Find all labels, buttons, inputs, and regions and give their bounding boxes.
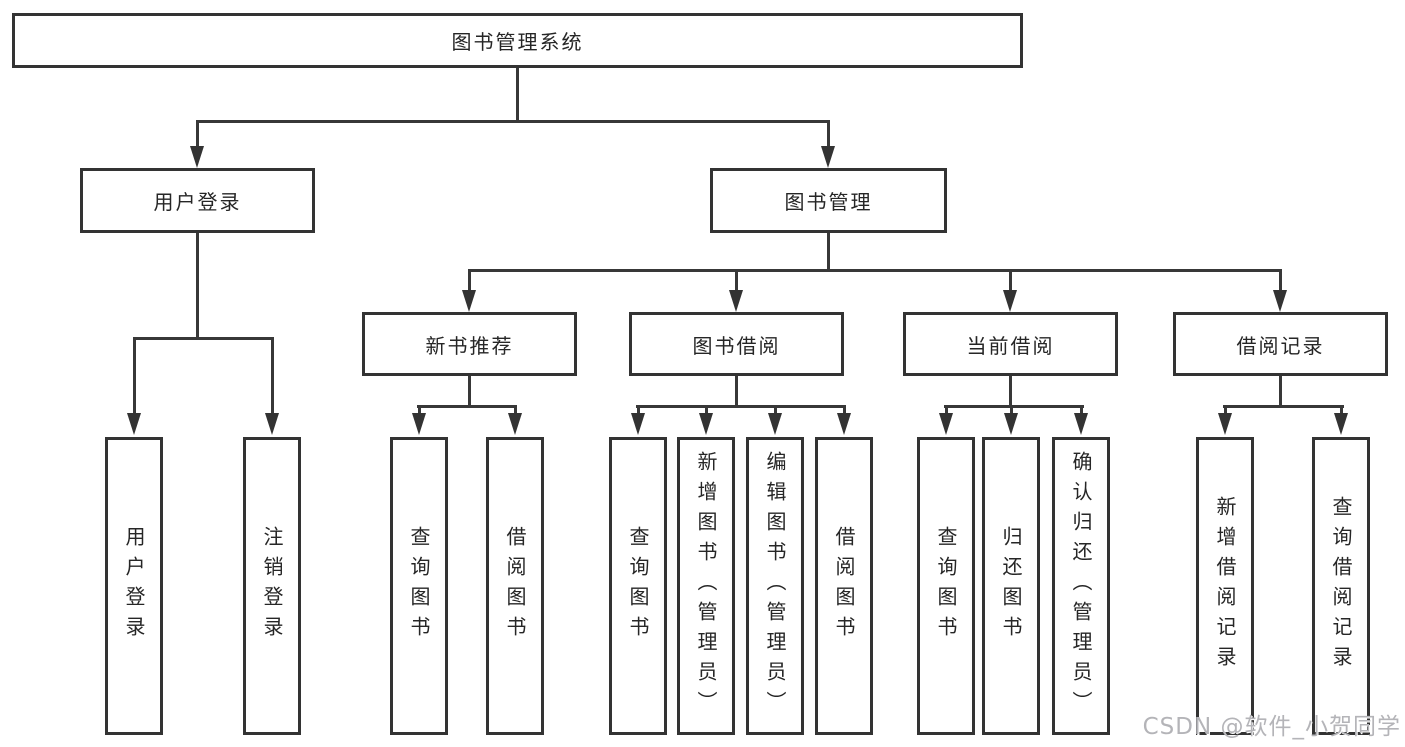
node-label: 图书管理系统 <box>451 30 584 54</box>
arrowhead-down-icon <box>127 413 141 435</box>
arrowhead-down-icon <box>729 290 743 312</box>
arrowhead-down-icon <box>1273 290 1287 312</box>
arrowhead-down-icon <box>837 413 851 435</box>
connector-vline <box>1224 405 1227 416</box>
connector-hline <box>133 337 274 340</box>
node-label: 图书管理 <box>784 190 873 214</box>
arrowhead-down-icon <box>1003 290 1017 312</box>
leaf-query-books-recommend: 查询图书 <box>390 437 448 735</box>
leaf-label: 借阅图书 <box>503 526 527 646</box>
connector-vline <box>271 337 274 415</box>
leaf-label: 新增图书（管理员） <box>694 451 718 721</box>
arrowhead-down-icon <box>939 413 953 435</box>
connector-vline <box>196 233 199 337</box>
node-label: 用户登录 <box>153 190 242 214</box>
connector-vline <box>468 269 471 292</box>
connector-vline <box>735 376 738 407</box>
leaf-add-book-admin: 新增图书（管理员） <box>677 437 735 735</box>
leaf-label: 注销登录 <box>260 526 284 646</box>
connector-vline <box>1010 405 1013 416</box>
connector-hline <box>196 120 830 123</box>
leaf-label: 编辑图书（管理员） <box>763 451 787 721</box>
connector-hline <box>417 405 517 408</box>
node-label: 当前借阅 <box>966 333 1055 358</box>
arrowhead-down-icon <box>631 413 645 435</box>
connector-vline <box>196 120 199 148</box>
connector-vline <box>418 405 421 416</box>
arrowhead-down-icon <box>1218 413 1232 435</box>
arrowhead-down-icon <box>412 413 426 435</box>
connector-vline <box>827 233 830 271</box>
leaf-label: 新增借阅记录 <box>1213 496 1237 676</box>
leaf-borrow-books-recommend: 借阅图书 <box>486 437 544 735</box>
node-book-borrowing: 图书借阅 <box>629 312 844 376</box>
leaf-user-login: 用户登录 <box>105 437 163 735</box>
arrowhead-down-icon <box>1004 413 1018 435</box>
connector-hline <box>468 269 1282 272</box>
leaf-label: 用户登录 <box>122 526 146 646</box>
arrowhead-down-icon <box>1074 413 1088 435</box>
connector-vline <box>827 120 830 148</box>
leaf-label: 查询图书 <box>407 526 431 646</box>
connector-vline <box>1080 405 1083 416</box>
connector-vline <box>735 269 738 292</box>
leaf-label: 查询借阅记录 <box>1329 496 1353 676</box>
leaf-label: 确认归还（管理员） <box>1069 451 1093 721</box>
connector-vline <box>1279 376 1282 407</box>
arrowhead-down-icon <box>265 413 279 435</box>
leaf-borrow-books-borrowing: 借阅图书 <box>815 437 873 735</box>
arrowhead-down-icon <box>190 146 204 168</box>
leaf-return-book: 归还图书 <box>982 437 1040 735</box>
connector-vline <box>133 337 136 415</box>
arrowhead-down-icon <box>821 146 835 168</box>
leaf-query-books-borrowing: 查询图书 <box>609 437 667 735</box>
node-new-book-recommendation: 新书推荐 <box>362 312 577 376</box>
leaf-edit-book-admin: 编辑图书（管理员） <box>746 437 804 735</box>
arrowhead-down-icon <box>699 413 713 435</box>
arrowhead-down-icon <box>768 413 782 435</box>
connector-hline <box>636 405 846 408</box>
leaf-query-borrow-record: 查询借阅记录 <box>1312 437 1370 735</box>
connector-hline <box>1223 405 1344 408</box>
node-label: 图书借阅 <box>692 333 781 358</box>
connector-vline <box>516 68 519 122</box>
connector-vline <box>1279 269 1282 292</box>
node-label: 借阅记录 <box>1236 333 1325 358</box>
leaf-label: 查询图书 <box>934 526 958 646</box>
connector-vline <box>843 405 846 416</box>
arrowhead-down-icon <box>462 290 476 312</box>
arrowhead-down-icon <box>508 413 522 435</box>
node-user-login-group: 用户登录 <box>80 168 315 233</box>
csdn-watermark: CSDN @软件_小贺同学 <box>1142 714 1401 740</box>
node-borrowing-records: 借阅记录 <box>1173 312 1388 376</box>
connector-vline <box>1009 269 1012 292</box>
leaf-label: 借阅图书 <box>832 526 856 646</box>
leaf-label: 归还图书 <box>999 526 1023 646</box>
connector-vline <box>705 405 708 416</box>
connector-vline <box>514 405 517 416</box>
leaf-confirm-return-admin: 确认归还（管理员） <box>1052 437 1110 735</box>
leaf-label: 查询图书 <box>626 526 650 646</box>
node-book-management: 图书管理 <box>710 168 947 233</box>
arrowhead-down-icon <box>1334 413 1348 435</box>
connector-vline <box>1009 376 1012 407</box>
node-label: 新书推荐 <box>425 333 514 358</box>
leaf-logout: 注销登录 <box>243 437 301 735</box>
connector-vline <box>945 405 948 416</box>
leaf-query-books-current: 查询图书 <box>917 437 975 735</box>
connector-hline <box>944 405 1084 408</box>
connector-vline <box>774 405 777 416</box>
connector-vline <box>637 405 640 416</box>
leaf-add-borrow-record: 新增借阅记录 <box>1196 437 1254 735</box>
connector-vline <box>1340 405 1343 416</box>
connector-vline <box>468 376 471 407</box>
node-library-system: 图书管理系统 <box>12 13 1023 68</box>
node-current-borrowing: 当前借阅 <box>903 312 1118 376</box>
